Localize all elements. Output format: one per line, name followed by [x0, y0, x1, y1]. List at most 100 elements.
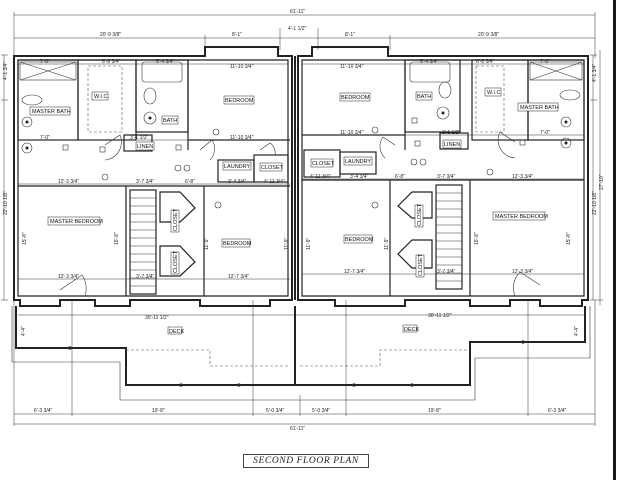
- label-bath-left: BATH: [163, 118, 177, 124]
- svg-text:5'-4 3/4": 5'-4 3/4": [420, 59, 439, 65]
- svg-text:6'-8 3/4": 6'-8 3/4": [102, 59, 121, 65]
- svg-text:11'-10 3/4": 11'-10 3/4": [230, 64, 254, 70]
- svg-text:12'-3 3/4": 12'-3 3/4": [58, 274, 79, 280]
- svg-text:12'-3 3/4": 12'-3 3/4": [512, 269, 533, 275]
- svg-text:6'-8": 6'-8": [185, 179, 195, 185]
- deck: 30'-11 1/2" 30'-11 1/2" 4'-4" 4'-4": [11, 306, 591, 401]
- svg-text:4'-11 3/4": 4'-11 3/4": [310, 174, 331, 180]
- label-deck-left: DECK: [169, 329, 185, 335]
- sheet-border-right: [613, 0, 616, 480]
- svg-text:5'-4 3/4": 5'-4 3/4": [156, 59, 175, 65]
- svg-text:4'-11 3/4": 4'-11 3/4": [264, 179, 285, 185]
- room-labels-right: MASTER BATH W.I.C. BATH LINEN BEDROOM LA…: [310, 87, 559, 333]
- label-master-bedroom-left: MASTER BEDROOM: [50, 219, 103, 225]
- svg-text:7'-0": 7'-0": [540, 130, 550, 136]
- svg-text:5'-0 3/4": 5'-0 3/4": [312, 408, 331, 414]
- label-bedroom-bottom-right: BEDROOM: [345, 237, 374, 243]
- bottom-dimensions: 6'-3 3/4" 19'-8" 5'-0 3/4" 5'-0 3/4" 19'…: [13, 300, 596, 432]
- svg-text:11'-10 3/4": 11'-10 3/4": [340, 64, 364, 70]
- svg-text:6'-3 3/4": 6'-3 3/4": [34, 408, 53, 414]
- svg-text:11'-9": 11'-9": [284, 237, 290, 250]
- label-closet1-right: CLOSET: [417, 203, 423, 226]
- svg-text:20'-9 3/8": 20'-9 3/8": [100, 32, 121, 38]
- room-labels-left: MASTER BATH W.I.C. BATH LINEN BEDROOM LA…: [29, 91, 284, 335]
- label-closet-hall-left: CLOSET: [261, 165, 284, 171]
- svg-text:20'-9 3/8": 20'-9 3/8": [478, 32, 499, 38]
- svg-text:15'-8": 15'-8": [474, 232, 480, 245]
- svg-text:15'-8": 15'-8": [566, 232, 572, 245]
- svg-text:15'-8": 15'-8": [22, 232, 28, 245]
- svg-text:8'-1": 8'-1": [232, 32, 242, 38]
- svg-text:27'-10": 27'-10": [599, 174, 605, 190]
- label-bedroom-bottom-left: BEDROOM: [223, 241, 252, 247]
- side-dimensions: 4'-1 3/4" 22'-10 1/8" 4'-1 3/4" 22'-10 1…: [1, 50, 605, 305]
- left-stair-treads: [130, 197, 156, 287]
- svg-text:19'-8": 19'-8": [428, 408, 441, 414]
- svg-text:4'-1 1/2": 4'-1 1/2": [288, 26, 307, 32]
- label-closet2-right: CLOSET: [418, 253, 424, 276]
- left-unit-interior: [17, 59, 290, 297]
- drawing-title-box: SECOND FLOOR PLAN: [243, 454, 369, 468]
- svg-text:22'-10 1/8": 22'-10 1/8": [3, 191, 9, 215]
- label-linen-right: LINEN: [444, 142, 460, 148]
- svg-text:12'-7 3/4": 12'-7 3/4": [228, 274, 249, 280]
- label-wic-left: W.I.C.: [94, 94, 109, 100]
- svg-text:12'-7 3/4": 12'-7 3/4": [344, 269, 365, 275]
- svg-text:11'-9": 11'-9": [306, 237, 312, 250]
- svg-text:11'-10 3/4": 11'-10 3/4": [340, 130, 364, 136]
- label-master-bedroom-right: MASTER BEDROOM: [495, 214, 548, 220]
- label-bedroom-top-left: BEDROOM: [225, 98, 254, 104]
- svg-text:8'-1": 8'-1": [345, 32, 355, 38]
- svg-text:3'-1 1/2": 3'-1 1/2": [130, 135, 149, 141]
- top-dimensions: 61'-11" 20'-9 3/8" 8'-1" 4'-1 1/2" 8'-1"…: [13, 9, 596, 58]
- svg-text:22'-10 1/8": 22'-10 1/8": [592, 191, 598, 215]
- svg-text:12'-3 3/4": 12'-3 3/4": [512, 174, 533, 180]
- svg-text:3'-7 3/4": 3'-7 3/4": [437, 269, 456, 275]
- label-master-bath-right: MASTER BATH: [520, 105, 559, 111]
- svg-text:3'-1 1/2": 3'-1 1/2": [442, 130, 461, 136]
- svg-text:3'-4 3/4": 3'-4 3/4": [228, 179, 247, 185]
- interior-dimensions: 7'-0" 6'-8 3/4" 5'-4 3/4" 11'-10 3/4" 7'…: [18, 59, 584, 280]
- svg-text:11'-10 3/4": 11'-10 3/4": [230, 135, 254, 141]
- svg-text:30'-11 1/2": 30'-11 1/2": [428, 313, 452, 319]
- svg-text:5'-0 3/4": 5'-0 3/4": [266, 408, 285, 414]
- label-deck-right: DECK: [404, 327, 420, 333]
- svg-text:6'-8 3/4": 6'-8 3/4": [476, 59, 495, 65]
- svg-text:3'-4 3/4": 3'-4 3/4": [350, 174, 369, 180]
- svg-text:11'-9": 11'-9": [204, 237, 210, 250]
- label-wic-right: W.I.C.: [487, 90, 502, 96]
- svg-text:3'-7 3/4": 3'-7 3/4": [437, 174, 456, 180]
- svg-text:3'-7 3/4": 3'-7 3/4": [136, 274, 155, 280]
- label-closet1-left: CLOSET: [173, 208, 179, 231]
- label-closet-hall-right: CLOSET: [312, 161, 335, 167]
- svg-text:6'-8": 6'-8": [395, 174, 405, 180]
- svg-text:7'-0": 7'-0": [540, 59, 550, 65]
- svg-text:19'-8": 19'-8": [152, 408, 165, 414]
- fixture-symbols: [62, 117, 526, 209]
- svg-text:12'-3 3/4": 12'-3 3/4": [58, 179, 79, 185]
- label-linen-left: LINEN: [137, 144, 153, 150]
- svg-text:3'-7 3/4": 3'-7 3/4": [136, 179, 155, 185]
- svg-text:4'-1 3/4": 4'-1 3/4": [592, 63, 598, 82]
- svg-text:6'-3 3/4": 6'-3 3/4": [548, 408, 567, 414]
- drawing-title: SECOND FLOOR PLAN: [253, 456, 359, 466]
- right-stair-treads: [436, 192, 462, 282]
- svg-text:7'-0": 7'-0": [40, 135, 50, 141]
- svg-text:61'-11": 61'-11": [290, 9, 305, 15]
- svg-text:11'-9": 11'-9": [384, 237, 390, 250]
- svg-text:61'-11": 61'-11": [290, 426, 305, 432]
- label-bath-right: BATH: [417, 94, 431, 100]
- svg-text:15'-8": 15'-8": [114, 232, 120, 245]
- svg-text:4'-4": 4'-4": [574, 326, 580, 336]
- exterior-walls: [13, 46, 589, 307]
- svg-text:4'-4": 4'-4": [21, 326, 27, 336]
- label-laundry-right: LAUNDRY: [345, 159, 372, 165]
- label-closet2-left: CLOSET: [173, 250, 179, 273]
- svg-text:4'-1 3/4": 4'-1 3/4": [3, 61, 9, 80]
- label-laundry-left: LAUNDRY: [224, 164, 251, 170]
- svg-text:7'-0": 7'-0": [40, 59, 50, 65]
- svg-text:30'-11 1/2": 30'-11 1/2": [145, 315, 169, 321]
- label-bedroom-top-right: BEDROOM: [341, 95, 370, 101]
